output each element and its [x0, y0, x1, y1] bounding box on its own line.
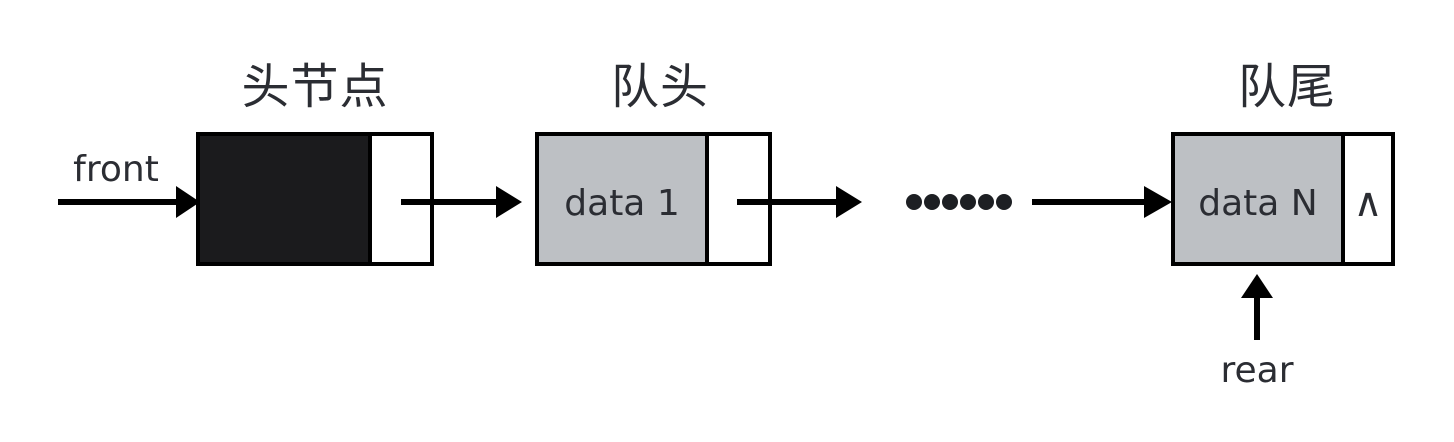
dataN-pointer-cell [1343, 134, 1393, 264]
rear-arrow-head [1241, 274, 1273, 298]
front-pointer-label: front [73, 149, 159, 190]
link1-arrow-head [496, 186, 522, 218]
link-data1-to-ellipsis [737, 186, 862, 218]
dataN-label: data N [1198, 183, 1317, 224]
link-ellipsis-to-dataN [1032, 186, 1172, 218]
rear-pointer-arrow [1241, 274, 1273, 340]
link-head-to-data1 [401, 186, 522, 218]
ellipsis-dot [906, 194, 922, 210]
data1-label: data 1 [564, 183, 679, 224]
null-pointer-symbol: ∧ [1353, 180, 1382, 226]
node-data-n: data N ∧ [1171, 132, 1395, 266]
node-head-node [196, 132, 434, 266]
link3-arrow-head [1144, 186, 1172, 218]
ellipsis-dot [942, 194, 958, 210]
ellipsis-dot [996, 194, 1012, 210]
ellipsis-dot [978, 194, 994, 210]
rear-pointer-label: rear [1220, 350, 1293, 391]
ellipsis-dot [924, 194, 940, 210]
ellipsis-dots [906, 194, 1012, 210]
head-node-data-cell [198, 134, 370, 264]
ellipsis-dot [960, 194, 976, 210]
dataN-outline [1171, 132, 1395, 266]
caption-head-node: 头节点 [241, 59, 388, 115]
front-arrow-head [176, 186, 200, 218]
data1-data-cell [537, 134, 707, 264]
dataN-data-cell [1173, 134, 1343, 264]
front-pointer-arrow [58, 186, 200, 218]
link2-arrow-head [836, 186, 862, 218]
caption-queue-front: 队头 [611, 59, 709, 115]
node-data-1: data 1 [535, 132, 772, 266]
caption-queue-rear: 队尾 [1238, 59, 1336, 115]
